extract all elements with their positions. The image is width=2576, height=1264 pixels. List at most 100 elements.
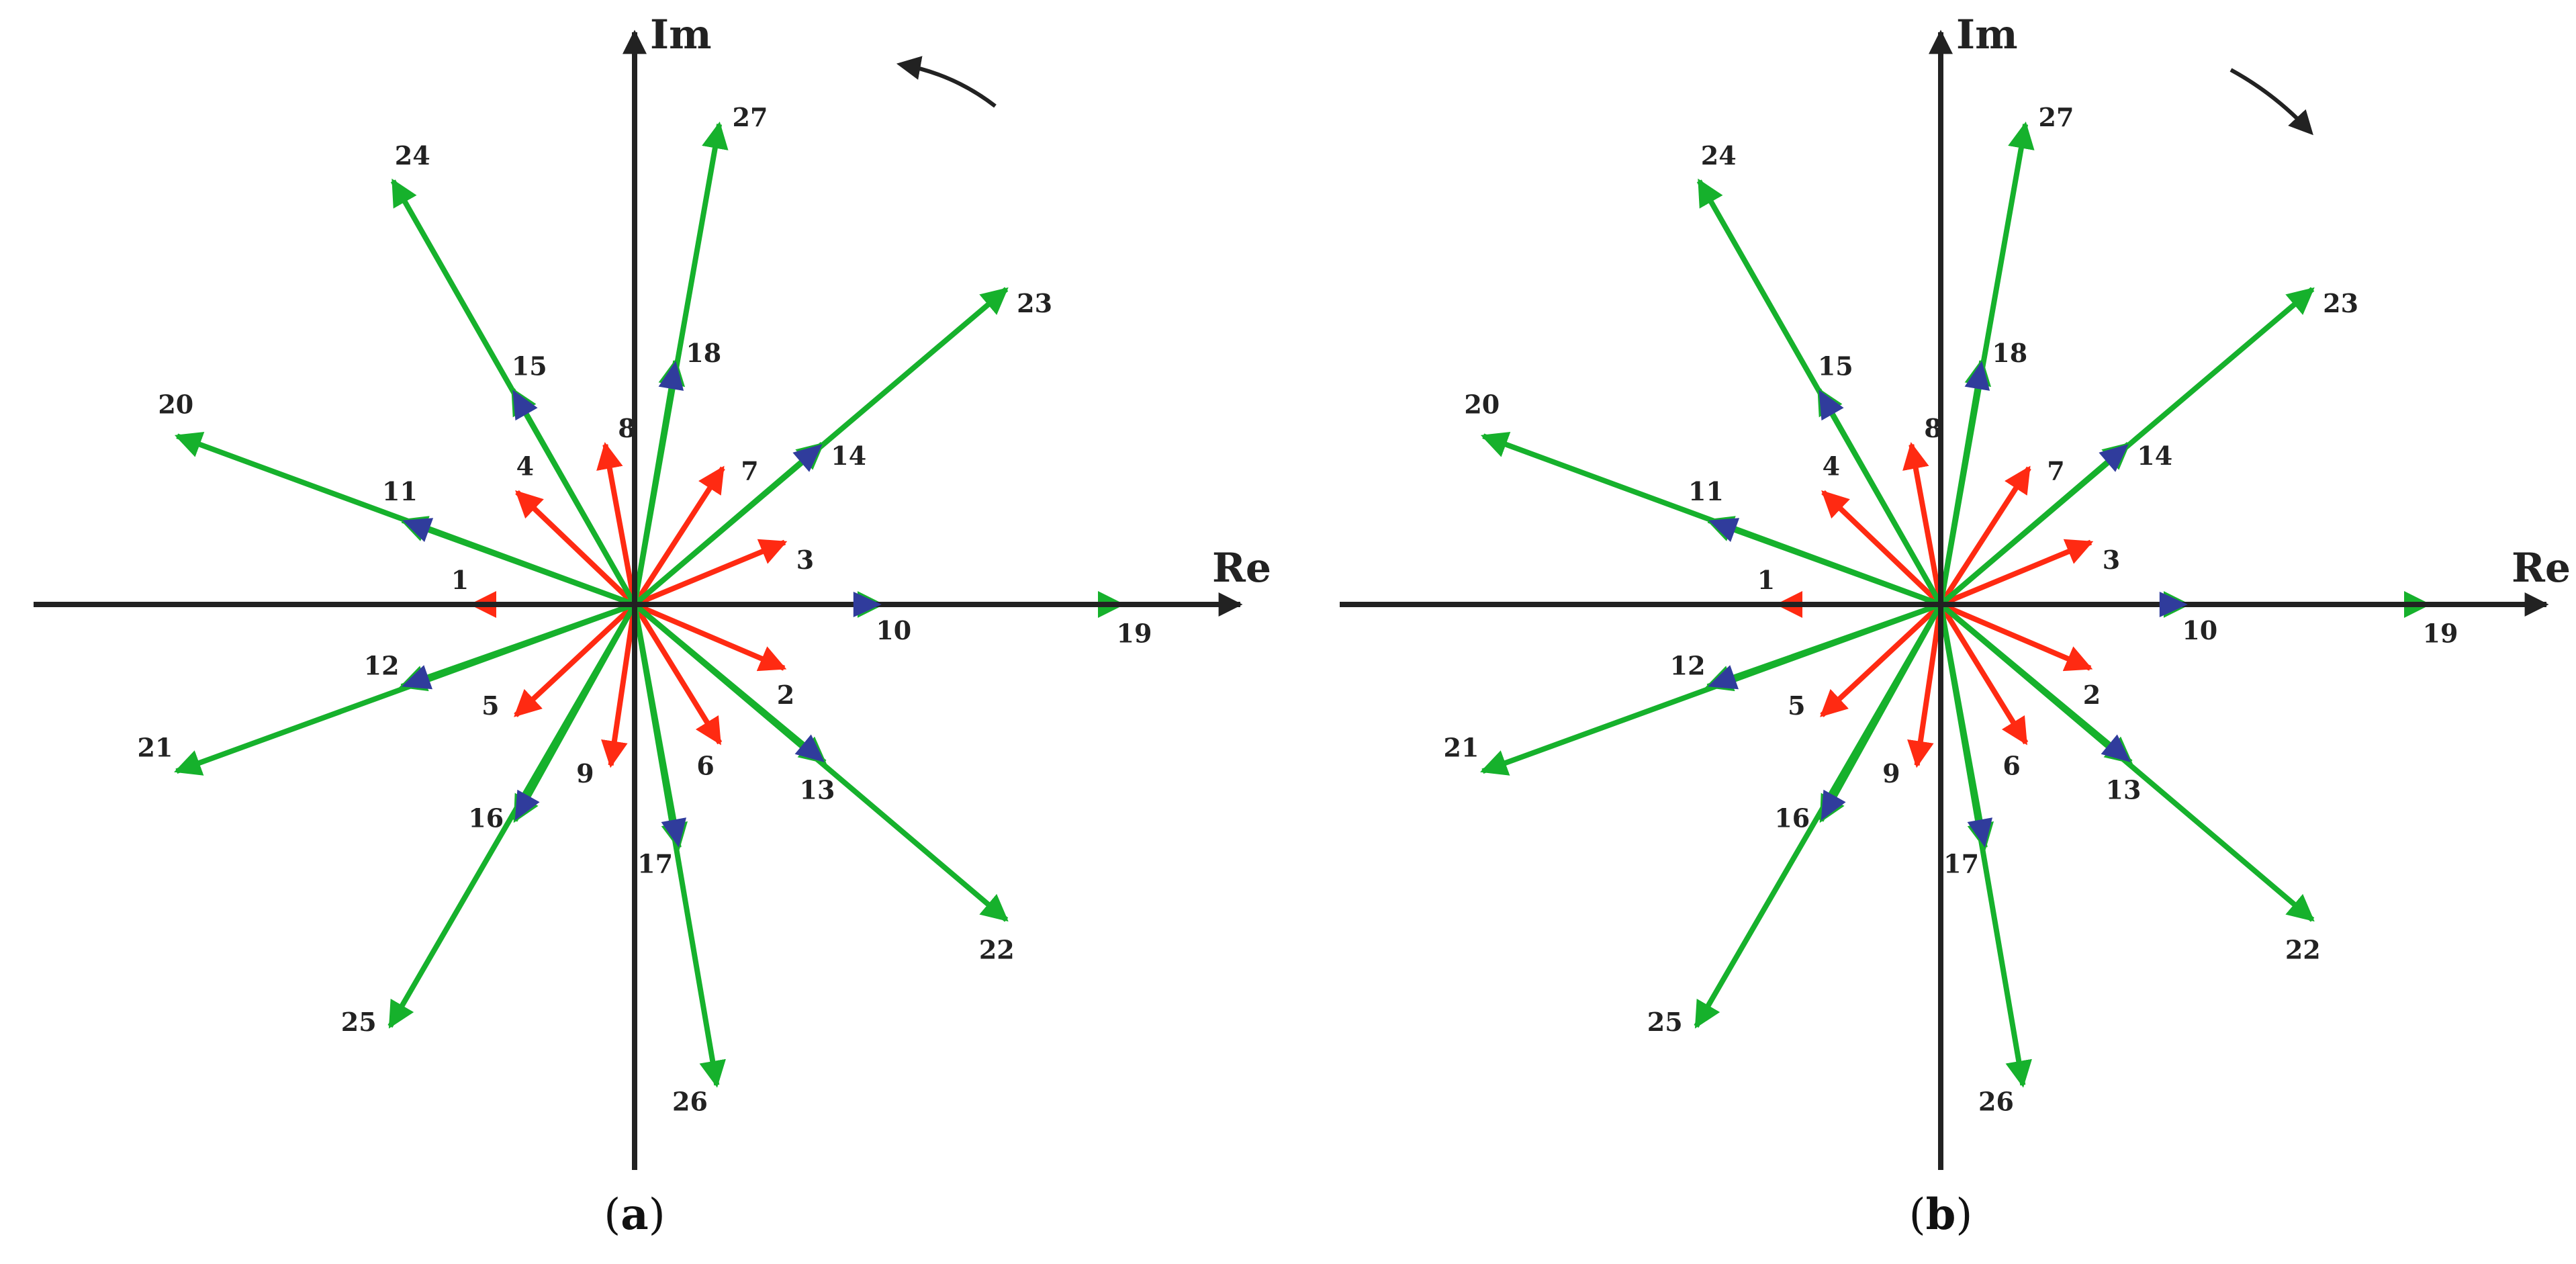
vector-label: 24	[395, 140, 430, 171]
vector-label: 2	[2083, 680, 2101, 710]
vector-6	[632, 602, 723, 746]
vector-14-arrowhead	[792, 444, 823, 472]
vector-label: 13	[800, 775, 835, 805]
vector-25	[1694, 602, 1943, 1029]
vector-arrows	[402, 361, 882, 848]
panel-a: Re Im 1234567891011121314151617181920212…	[34, 11, 1271, 1240]
vector-3	[633, 539, 788, 607]
real-axis-label: Re	[1212, 545, 1271, 592]
vector-label: 10	[2182, 615, 2217, 645]
vector-4	[1821, 490, 1943, 606]
vector-label: 12	[364, 650, 400, 680]
vector-label: 27	[733, 102, 768, 132]
vector-4	[515, 490, 637, 606]
vector-label: 1	[451, 565, 469, 595]
panel-caption: (b)	[1909, 1189, 1973, 1240]
imaginary-axis-label: Im	[650, 11, 712, 58]
vector-17-arrowhead	[1967, 817, 1992, 848]
panel-b: Re Im 1234567891011121314151617181920212…	[1340, 11, 2571, 1240]
vector-16-arrowhead	[514, 789, 540, 821]
vector-labels: 1234567891011121314151617181920212223242…	[138, 102, 1152, 1117]
vector-label: 7	[741, 455, 758, 486]
panel-caption: (a)	[604, 1189, 665, 1240]
vector-15-arrowhead	[1819, 390, 1844, 421]
vector-9	[1907, 604, 1943, 768]
vector-label: 22	[2285, 934, 2321, 964]
vector-label: 5	[1788, 690, 1805, 721]
rotation-direction-arrow	[2229, 68, 2313, 136]
vector-label: 6	[696, 750, 714, 780]
vector-7	[632, 465, 725, 606]
vector-label: 8	[1924, 413, 1941, 443]
vector-label: 15	[1818, 351, 1853, 381]
vector-label: 10	[876, 615, 911, 645]
vector-18-arrowhead	[658, 361, 684, 391]
vector-27	[1938, 122, 2035, 605]
vector-label: 16	[468, 803, 504, 833]
vector-9	[601, 604, 637, 768]
vector-27	[632, 122, 729, 605]
vector-label: 16	[1774, 803, 1810, 833]
vector-22	[1939, 602, 2315, 922]
vector-15-arrowhead	[512, 390, 538, 421]
vector-8	[596, 442, 637, 605]
vector-label: 21	[1444, 733, 1479, 763]
vector-label: 24	[1701, 140, 1737, 171]
vector-14-arrowhead	[2099, 444, 2129, 472]
vector-label: 15	[512, 351, 547, 381]
vector-label: 23	[2323, 288, 2358, 318]
vector-21	[1480, 602, 1942, 776]
vector-label: 5	[481, 690, 499, 721]
vector-12-arrowhead	[402, 665, 432, 690]
vector-label: 4	[1823, 451, 1840, 481]
vector-7	[1938, 465, 2031, 606]
vector-label: 11	[382, 476, 418, 506]
vector-18-arrowhead	[1964, 361, 1990, 391]
vector-label: 11	[1688, 476, 1724, 506]
vector-labels: 1234567891011121314151617181920212223242…	[1444, 102, 2458, 1117]
vector-11-arrowhead	[402, 518, 434, 542]
vector-label: 25	[1647, 1007, 1683, 1037]
rotation-direction-arrow	[896, 56, 997, 108]
vector-10-arrowhead	[2159, 592, 2188, 617]
vector-11-arrowhead	[1708, 518, 1740, 542]
vector-label: 17	[1943, 849, 1979, 879]
vector-label: 14	[2137, 441, 2172, 471]
vector-label: 9	[576, 758, 594, 788]
vector-22	[633, 602, 1009, 922]
vector-label: 22	[979, 934, 1015, 964]
vector-3	[1939, 539, 2094, 607]
vector-label: 18	[686, 338, 721, 368]
vector-label: 23	[1017, 288, 1052, 318]
vector-label: 19	[1117, 619, 1152, 649]
vector-13-arrowhead	[794, 734, 825, 762]
vector-13-arrowhead	[2101, 734, 2131, 762]
vector-label: 18	[1992, 338, 2027, 368]
vector-label: 4	[516, 451, 534, 481]
vector-5	[1820, 602, 1943, 717]
vector-label: 13	[2106, 775, 2142, 805]
vector-label: 19	[2423, 619, 2458, 649]
vector-5	[514, 602, 637, 717]
vector-label: 3	[796, 545, 814, 575]
vector-25	[387, 602, 637, 1029]
vector-26	[1938, 604, 2032, 1088]
vector-label: 9	[1882, 758, 1900, 788]
vector-label: 7	[2047, 455, 2064, 486]
vector-label: 6	[2003, 750, 2020, 780]
vector-label: 12	[1670, 650, 1706, 680]
vector-label: 1	[1757, 565, 1775, 595]
vector-6	[1938, 602, 2029, 746]
vector-label: 20	[158, 389, 193, 419]
vector-label: 21	[138, 733, 173, 763]
vector-label: 2	[777, 680, 794, 710]
vector-arrows	[1708, 361, 2188, 848]
real-axis-label: Re	[2512, 545, 2571, 592]
imaginary-axis-label: Im	[1956, 11, 2018, 58]
vector-label: 25	[341, 1007, 377, 1037]
vector-label: 26	[672, 1087, 708, 1117]
vector-2	[633, 602, 787, 672]
vector-label: 26	[1978, 1087, 2014, 1117]
vector-2	[1939, 602, 2093, 672]
vector-label: 27	[2039, 102, 2074, 132]
